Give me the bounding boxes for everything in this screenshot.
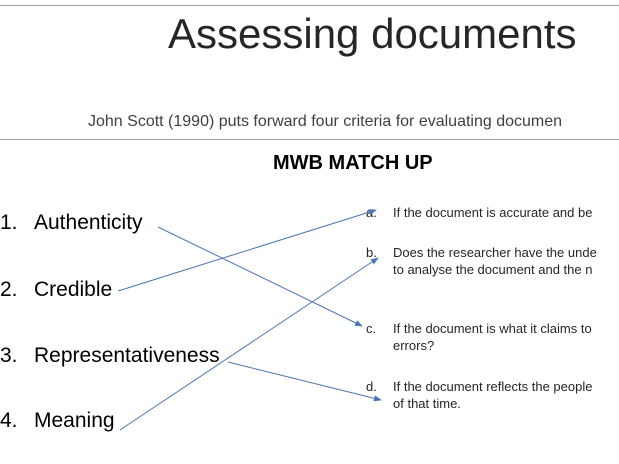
- definition-line: of that time.: [393, 396, 461, 411]
- term-label: Authenticity: [34, 211, 143, 234]
- slide-title: Assessing documents: [168, 10, 577, 57]
- definition-line: If the document reflects the people: [393, 379, 593, 394]
- term-label: Meaning: [34, 409, 115, 432]
- term-representativeness: 3. Representativeness: [0, 343, 220, 369]
- middle-divider: [0, 139, 619, 140]
- term-label: Representativeness: [34, 344, 220, 367]
- definition-line: If the document is what it claims to: [393, 321, 592, 336]
- definition-letter: b.: [366, 245, 377, 260]
- arrow-representativeness-to-d: [227, 361, 382, 402]
- definition-line: Does the researcher have the unde: [393, 245, 597, 260]
- arrow-authenticity-to-c: [157, 226, 363, 327]
- top-divider: [0, 5, 619, 6]
- term-number: 3.: [0, 344, 18, 367]
- term-meaning: 4. Meaning: [0, 408, 115, 434]
- arrow-credible-to-a: [117, 209, 377, 292]
- definition-b: b. Does the researcher have the unde to …: [366, 244, 619, 278]
- match-up-heading: MWB MATCH UP: [273, 152, 433, 174]
- term-authenticity: 1. Authenticity: [0, 210, 143, 236]
- definition-line: If the document is accurate and be: [393, 205, 593, 220]
- term-number: 2.: [0, 278, 18, 301]
- definition-d: d. If the document reflects the people o…: [366, 378, 619, 412]
- definition-letter: d.: [366, 379, 377, 394]
- arrow-meaning-to-b: [119, 257, 379, 431]
- definition-line: to analyse the document and the n: [393, 262, 593, 277]
- term-credible: 2. Credible: [0, 277, 112, 303]
- definition-line: errors?: [393, 338, 435, 353]
- term-number: 1.: [0, 211, 18, 234]
- term-number: 4.: [0, 409, 18, 432]
- term-label: Credible: [34, 278, 113, 301]
- definition-letter: c.: [366, 321, 377, 336]
- slide-subtitle: John Scott (1990) puts forward four crit…: [88, 113, 563, 130]
- definition-c: c. If the document is what it claims to …: [366, 320, 619, 354]
